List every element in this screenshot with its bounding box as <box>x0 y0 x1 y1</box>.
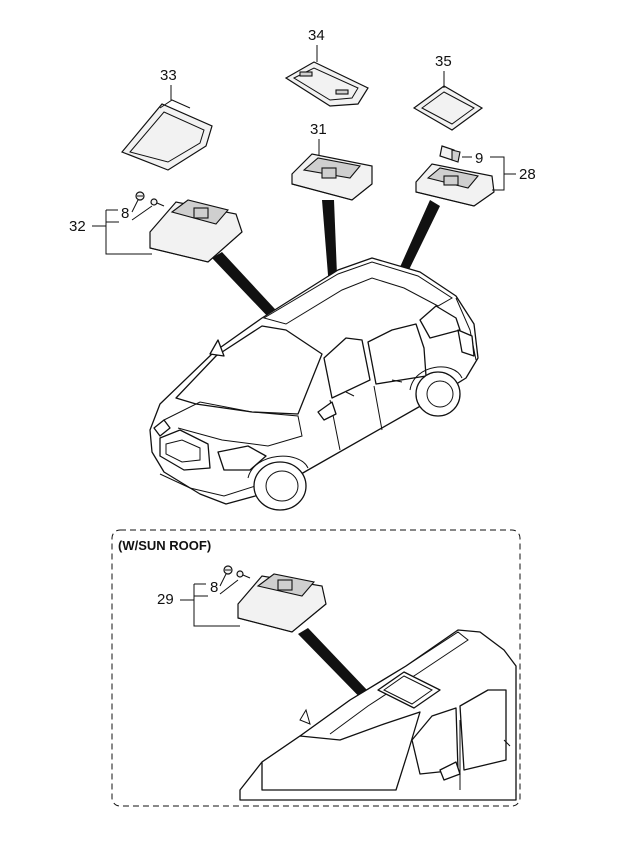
callout-33: 33 <box>160 67 177 84</box>
vehicle-illustration <box>149 257 479 511</box>
part-35-frame <box>412 85 484 131</box>
screw-icon-2 <box>150 198 165 207</box>
sunroof-variant-box <box>111 529 521 807</box>
callout-8-bottom: 8 <box>210 579 218 596</box>
part-29-lamp <box>237 573 327 633</box>
leader-28-to-roof <box>396 200 440 280</box>
callout-32: 32 <box>69 218 86 235</box>
bracket-29 <box>180 583 240 627</box>
part-34-cover <box>284 61 369 107</box>
section-title: (W/SUN ROOF) <box>118 538 211 553</box>
leader-8-top <box>131 199 153 221</box>
bracket-32 <box>92 209 152 255</box>
leader-8-bottom <box>219 573 239 595</box>
part-28-lamp <box>415 163 495 207</box>
callout-34: 34 <box>308 27 325 44</box>
callout-9: 9 <box>475 150 483 167</box>
callout-8-top: 8 <box>121 205 129 222</box>
callout-28: 28 <box>519 166 536 183</box>
callout-35: 35 <box>435 53 452 70</box>
screw-icon-3 <box>223 565 233 575</box>
screw-icon-4 <box>236 570 251 579</box>
part-31-lamp <box>291 153 373 201</box>
part-32-lamp <box>149 199 243 263</box>
screw-icon <box>135 191 145 201</box>
callout-31: 31 <box>310 121 327 138</box>
part-33-lens <box>121 99 213 171</box>
vehicle-sunroof-illustration <box>239 629 517 801</box>
bracket-28 <box>490 156 516 191</box>
part-9-bulb <box>439 145 461 163</box>
callout-29: 29 <box>157 591 174 608</box>
